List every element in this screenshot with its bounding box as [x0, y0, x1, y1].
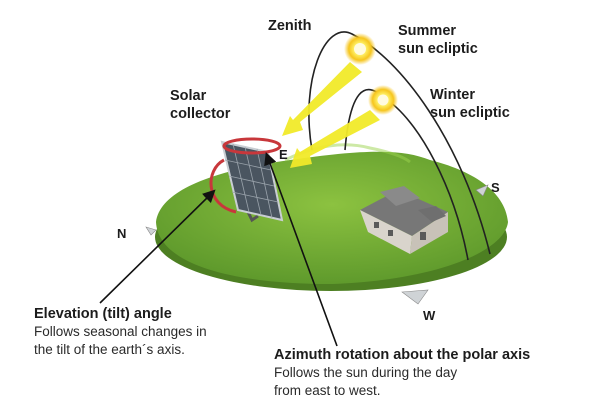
elevation-callout: Elevation (tilt) angle Follows seasonal …	[34, 305, 207, 359]
elevation-desc-line2: the tilt of the earth´s axis.	[34, 342, 185, 357]
north-pointer	[145, 226, 157, 236]
west-pointer	[401, 289, 429, 305]
elevation-arrow	[99, 189, 216, 304]
elevation-ring	[209, 158, 237, 214]
north-label: N	[117, 226, 127, 241]
elevation-desc-line1: Follows seasonal changes in	[34, 324, 207, 339]
winter-sun-icon	[368, 85, 398, 115]
winter-ecliptic-label: Winter sun ecliptic	[430, 86, 510, 122]
azimuth-desc-line2: from east to west.	[274, 383, 381, 398]
rotation-rings	[209, 137, 282, 214]
house-icon	[360, 186, 448, 254]
compass-pointers	[145, 184, 489, 305]
elevation-title: Elevation (tilt) angle	[34, 306, 172, 322]
ground-disk	[155, 143, 508, 291]
zenith-label: Zenith	[268, 18, 312, 34]
azimuth-ring	[222, 137, 282, 155]
azimuth-desc-line1: Follows the sun during the day	[274, 365, 458, 380]
winter-label-line2: sun ecliptic	[430, 105, 510, 121]
summer-ray-arrow	[282, 62, 362, 136]
azimuth-arrow	[264, 151, 338, 347]
winter-label-line1: Winter	[430, 87, 475, 103]
sun-rays	[282, 62, 380, 168]
summer-label-line1: Summer	[398, 23, 457, 39]
callout-arrows	[99, 151, 338, 347]
south-pointer	[475, 184, 489, 197]
summer-label-line2: sun ecliptic	[398, 41, 478, 57]
azimuth-callout: Azimuth rotation about the polar axis Fo…	[274, 346, 530, 400]
east-label: E	[279, 147, 288, 162]
west-label: W	[423, 308, 436, 323]
summer-ecliptic-label: Summer sun ecliptic	[398, 22, 478, 58]
azimuth-title: Azimuth rotation about the polar axis	[274, 347, 531, 363]
solar-collector-label: Solar collector	[170, 87, 230, 123]
collector-label-line2: collector	[170, 106, 231, 122]
summer-sun-icon	[344, 33, 376, 65]
south-label: S	[491, 180, 500, 195]
winter-ray-arrow	[290, 110, 380, 168]
collector-label-line1: Solar	[170, 88, 207, 104]
